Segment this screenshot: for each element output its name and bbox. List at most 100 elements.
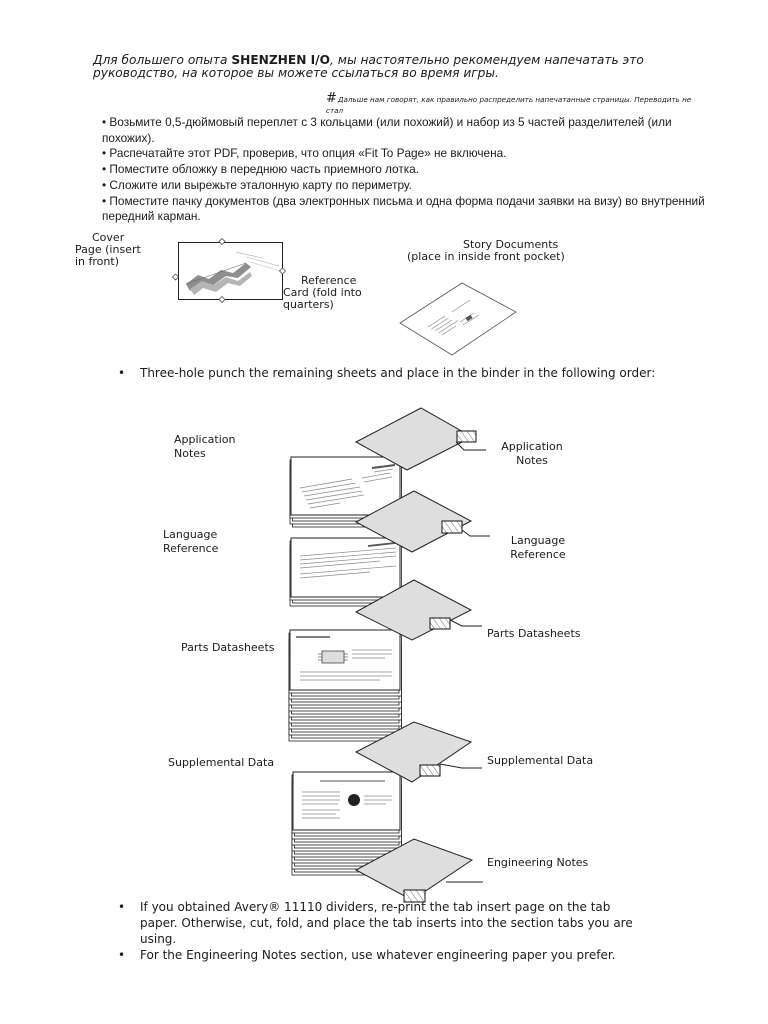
note-item: If you obtained Avery® 11110 dividers, r… [140, 899, 633, 947]
label-line: Application [501, 440, 563, 453]
intro-paragraph: Для большего опыта SHENZHEN I/O, мы наст… [93, 54, 644, 80]
divider-supplemental-data [354, 721, 482, 783]
list-item-line: • Поместите обложку в переднюю часть при… [102, 162, 420, 177]
list-item-line: • Возьмите 0,5-дюймовый переплет с 3 кол… [102, 115, 672, 129]
page-stack-language-reference [289, 537, 402, 607]
reference-card-figure [172, 238, 286, 303]
story-document-text [427, 299, 480, 336]
label-line: (place in inside front pocket) [407, 250, 565, 263]
intro-line: руководство, на которое вы можете ссылат… [93, 66, 499, 80]
list-item-line: • Поместите пачку документов (два электр… [102, 193, 705, 208]
frame-handle-left [172, 273, 179, 281]
story-documents-figure [399, 282, 517, 356]
note-item-line: paper. Otherwise, cut, fold, and place t… [140, 916, 633, 930]
cover-page-label: Cover Page (insert in front) [75, 232, 141, 268]
label-line: Language [510, 534, 566, 547]
frame-handle-bottom [218, 296, 226, 303]
note-text: Дальше нам говорят, как правильно распре… [337, 95, 692, 104]
story-document-stamp [465, 314, 473, 322]
divider-tab [456, 430, 477, 443]
story-documents-label: Story Documents (place in inside front p… [407, 239, 565, 263]
divider-parts-datasheets [354, 579, 482, 641]
front-page-text [299, 542, 397, 579]
label-line: Cover [92, 231, 125, 244]
note-item-line: If you obtained Avery® 11110 dividers, r… [140, 900, 611, 914]
game-title: SHENZHEN I/O [231, 53, 330, 67]
note-bullet: • [118, 948, 126, 962]
section-tab-label: Supplemental Data [487, 754, 593, 768]
section-label-left: Supplemental Data [168, 756, 274, 770]
frame-handle-top [218, 238, 226, 245]
label-line: in front) [75, 255, 119, 268]
divider-sheet [354, 838, 474, 901]
divider-tab [403, 889, 426, 903]
leader-line [455, 441, 486, 451]
label-line: Reference [163, 542, 219, 555]
list-item-line: • Сложите или вырежьте эталонную карту п… [102, 177, 412, 192]
section-tab-label: Engineering Notes [487, 856, 588, 870]
divider-sheet [354, 490, 473, 553]
section-label-left: Parts Datasheets [181, 641, 275, 655]
divider-sheet [354, 721, 473, 783]
hash-mark: # [326, 91, 337, 106]
label-line: Language [163, 528, 218, 541]
divider-tab [441, 520, 463, 534]
front-page [292, 771, 401, 831]
leader-line [461, 529, 490, 537]
label-line: Supplemental Data [168, 756, 275, 769]
instruction-bullet: • [118, 366, 126, 380]
list-item-line: • Распечатайте этот PDF, проверив, что о… [102, 146, 507, 161]
instruction-text: Three-hole punch the remaining sheets an… [140, 366, 656, 380]
label-line: Page (insert [75, 243, 141, 256]
note-item: For the Engineering Notes section, use w… [140, 947, 615, 963]
label-line: Story Documents [463, 238, 559, 251]
intro-line: Для большего опыта SHENZHEN I/O, мы наст… [93, 54, 644, 67]
note-item-line: using. [140, 932, 177, 946]
intro-text: Для большего опыта [93, 53, 232, 67]
front-page-text [296, 636, 392, 681]
list-item-line: похожих). [102, 130, 155, 145]
note-item-line: For the Engineering Notes section, use w… [140, 948, 616, 962]
seal-mark [348, 794, 360, 806]
leader-line [449, 619, 482, 627]
label-line: Reference [510, 548, 566, 561]
label-line: quarters) [283, 298, 334, 311]
label-line: Reference [301, 274, 357, 287]
page-stack-parts-datasheets [288, 629, 402, 742]
divider-language-reference [354, 490, 490, 553]
section-tab-label: Parts Datasheets [487, 627, 581, 641]
section-tab-label: Application Notes [496, 440, 568, 468]
label-line: Notes [174, 447, 206, 460]
label-line: Parts Datasheets [181, 641, 275, 654]
label-line: Parts Datasheets [487, 627, 581, 640]
leader-line [439, 763, 482, 769]
page-stack-supplemental-data [291, 771, 402, 876]
reference-card-art [185, 251, 281, 295]
section-label-left: Language Reference [163, 528, 218, 556]
note-line: #Дальше нам говорят, как правильно распр… [326, 91, 692, 106]
label-line: Application [174, 433, 236, 446]
front-page-text [299, 464, 396, 509]
label-line: Supplemental Data [487, 754, 594, 767]
note-bullet: • [118, 900, 126, 914]
intro-text: , мы настоятельно рекомендуем напечатать… [330, 53, 644, 67]
divider-tab [419, 764, 441, 777]
chip-diagram [318, 650, 348, 664]
label-line: Notes [516, 454, 548, 467]
russian-bullet-list: • Возьмите 0,5-дюймовый переплет с 3 кол… [102, 115, 705, 225]
section-label-left: Application Notes [174, 433, 235, 461]
divider-application-notes [354, 407, 486, 471]
section-tab-label: Language Reference [500, 534, 576, 562]
divider-engineering-notes [354, 838, 483, 903]
list-item-line: передний карман. [102, 209, 201, 224]
note-line: стал [326, 106, 344, 115]
translator-note: #Дальше нам говорят, как правильно распр… [326, 91, 692, 116]
divider-tab [429, 617, 451, 630]
divider-sheet [354, 579, 473, 641]
reference-card-label: Reference Card (fold into quarters) [283, 275, 362, 311]
label-line: Engineering Notes [487, 856, 589, 869]
frame-handle-right [279, 267, 286, 275]
story-document-sheet [399, 282, 517, 356]
front-page-text [302, 780, 392, 819]
